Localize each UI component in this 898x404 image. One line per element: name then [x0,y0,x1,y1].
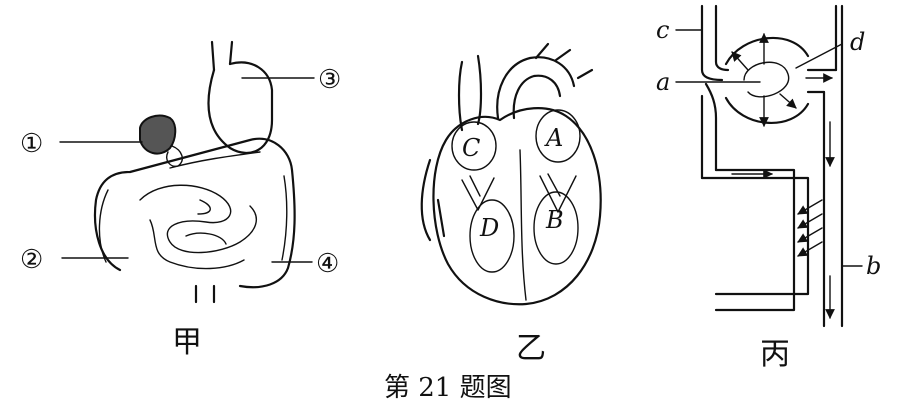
nephron-label-b: b [866,252,881,280]
glomerulus [743,61,790,98]
collecting-tube [822,4,844,328]
septum [519,149,527,301]
aorta [496,56,576,120]
glomerular-capsule [724,36,810,125]
chamber-label-a: A [544,124,563,152]
chamber-a-outline [535,109,581,163]
rectum [194,284,216,304]
nephron-label-a: a [656,68,670,96]
nephron-diagram: a b c d 丙 [656,4,881,372]
panel-title-jia: 甲 [172,325,202,360]
callout-line-d [795,43,843,69]
heart-outline [432,107,602,306]
vena-cava-inferior [420,158,446,242]
label-4: ④ [316,249,339,279]
chamber-label-d: D [479,214,499,242]
chamber-label-b: B [545,206,564,234]
chamber-label-c: C [462,134,480,162]
panel-title-bing: 丙 [760,337,790,372]
digestive-system-diagram: ① ② ③ ④ 甲 [20,40,341,360]
valve-left [461,175,495,211]
esophagus [210,40,234,72]
vessel-a [700,4,730,82]
label-3: ③ [318,65,341,95]
liver [139,114,177,155]
large-intestine [93,137,296,289]
chamber-b-outline [533,191,579,265]
figure-caption: 第 21 题图 [384,373,512,403]
stomach [207,61,274,154]
panel-title-yi: 乙 [516,331,546,366]
tubule-outflow [806,68,838,94]
pulmonary-artery [534,42,594,80]
nephron-label-c: c [656,16,669,44]
pancreas [169,151,261,169]
small-intestine [139,184,258,270]
heart-diagram: A B C D 乙 [420,42,602,366]
vessel-lower [700,82,718,180]
label-1: ① [20,129,43,159]
chamber-c-outline [451,121,497,171]
nephron-label-d: d [850,28,865,56]
chamber-d-outline [469,199,515,273]
label-2: ② [20,245,43,275]
tubule-loop [700,168,810,312]
